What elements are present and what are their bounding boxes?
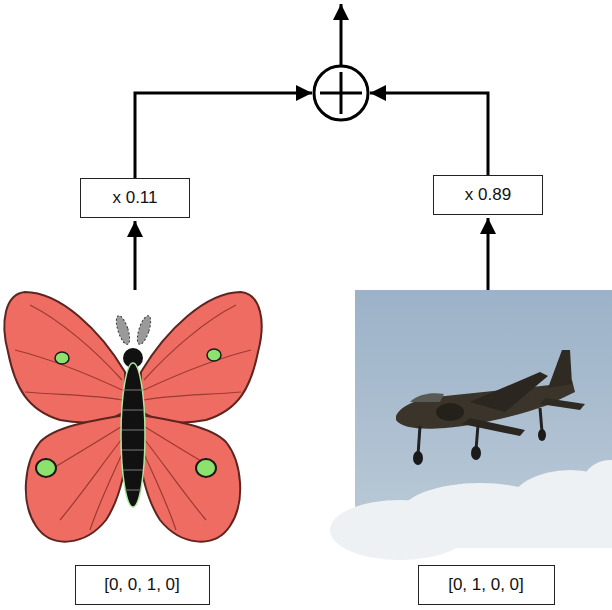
weight-box: x 0.11: [80, 178, 190, 218]
box-text: [0, 1, 0, 0]: [448, 576, 524, 595]
output-arrow: [340, 4, 343, 66]
input-arrow: [487, 218, 490, 290]
label-box: [0, 0, 1, 0]: [75, 565, 210, 605]
sum-arrow: [135, 93, 312, 178]
label-box: [0, 1, 0, 0]: [418, 565, 555, 605]
sum-symbol: [314, 66, 368, 120]
box-text: x 0.11: [112, 189, 157, 208]
input-arrow: [134, 221, 137, 290]
airplane-photo: [330, 290, 612, 560]
box-text: [0, 0, 1, 0]: [104, 576, 180, 595]
butterfly-drawing: [4, 292, 261, 542]
sum-arrow: [370, 93, 488, 175]
signal-wires: [135, 4, 488, 290]
box-text: x 0.89: [465, 186, 511, 205]
weight-box: x 0.89: [433, 175, 543, 215]
